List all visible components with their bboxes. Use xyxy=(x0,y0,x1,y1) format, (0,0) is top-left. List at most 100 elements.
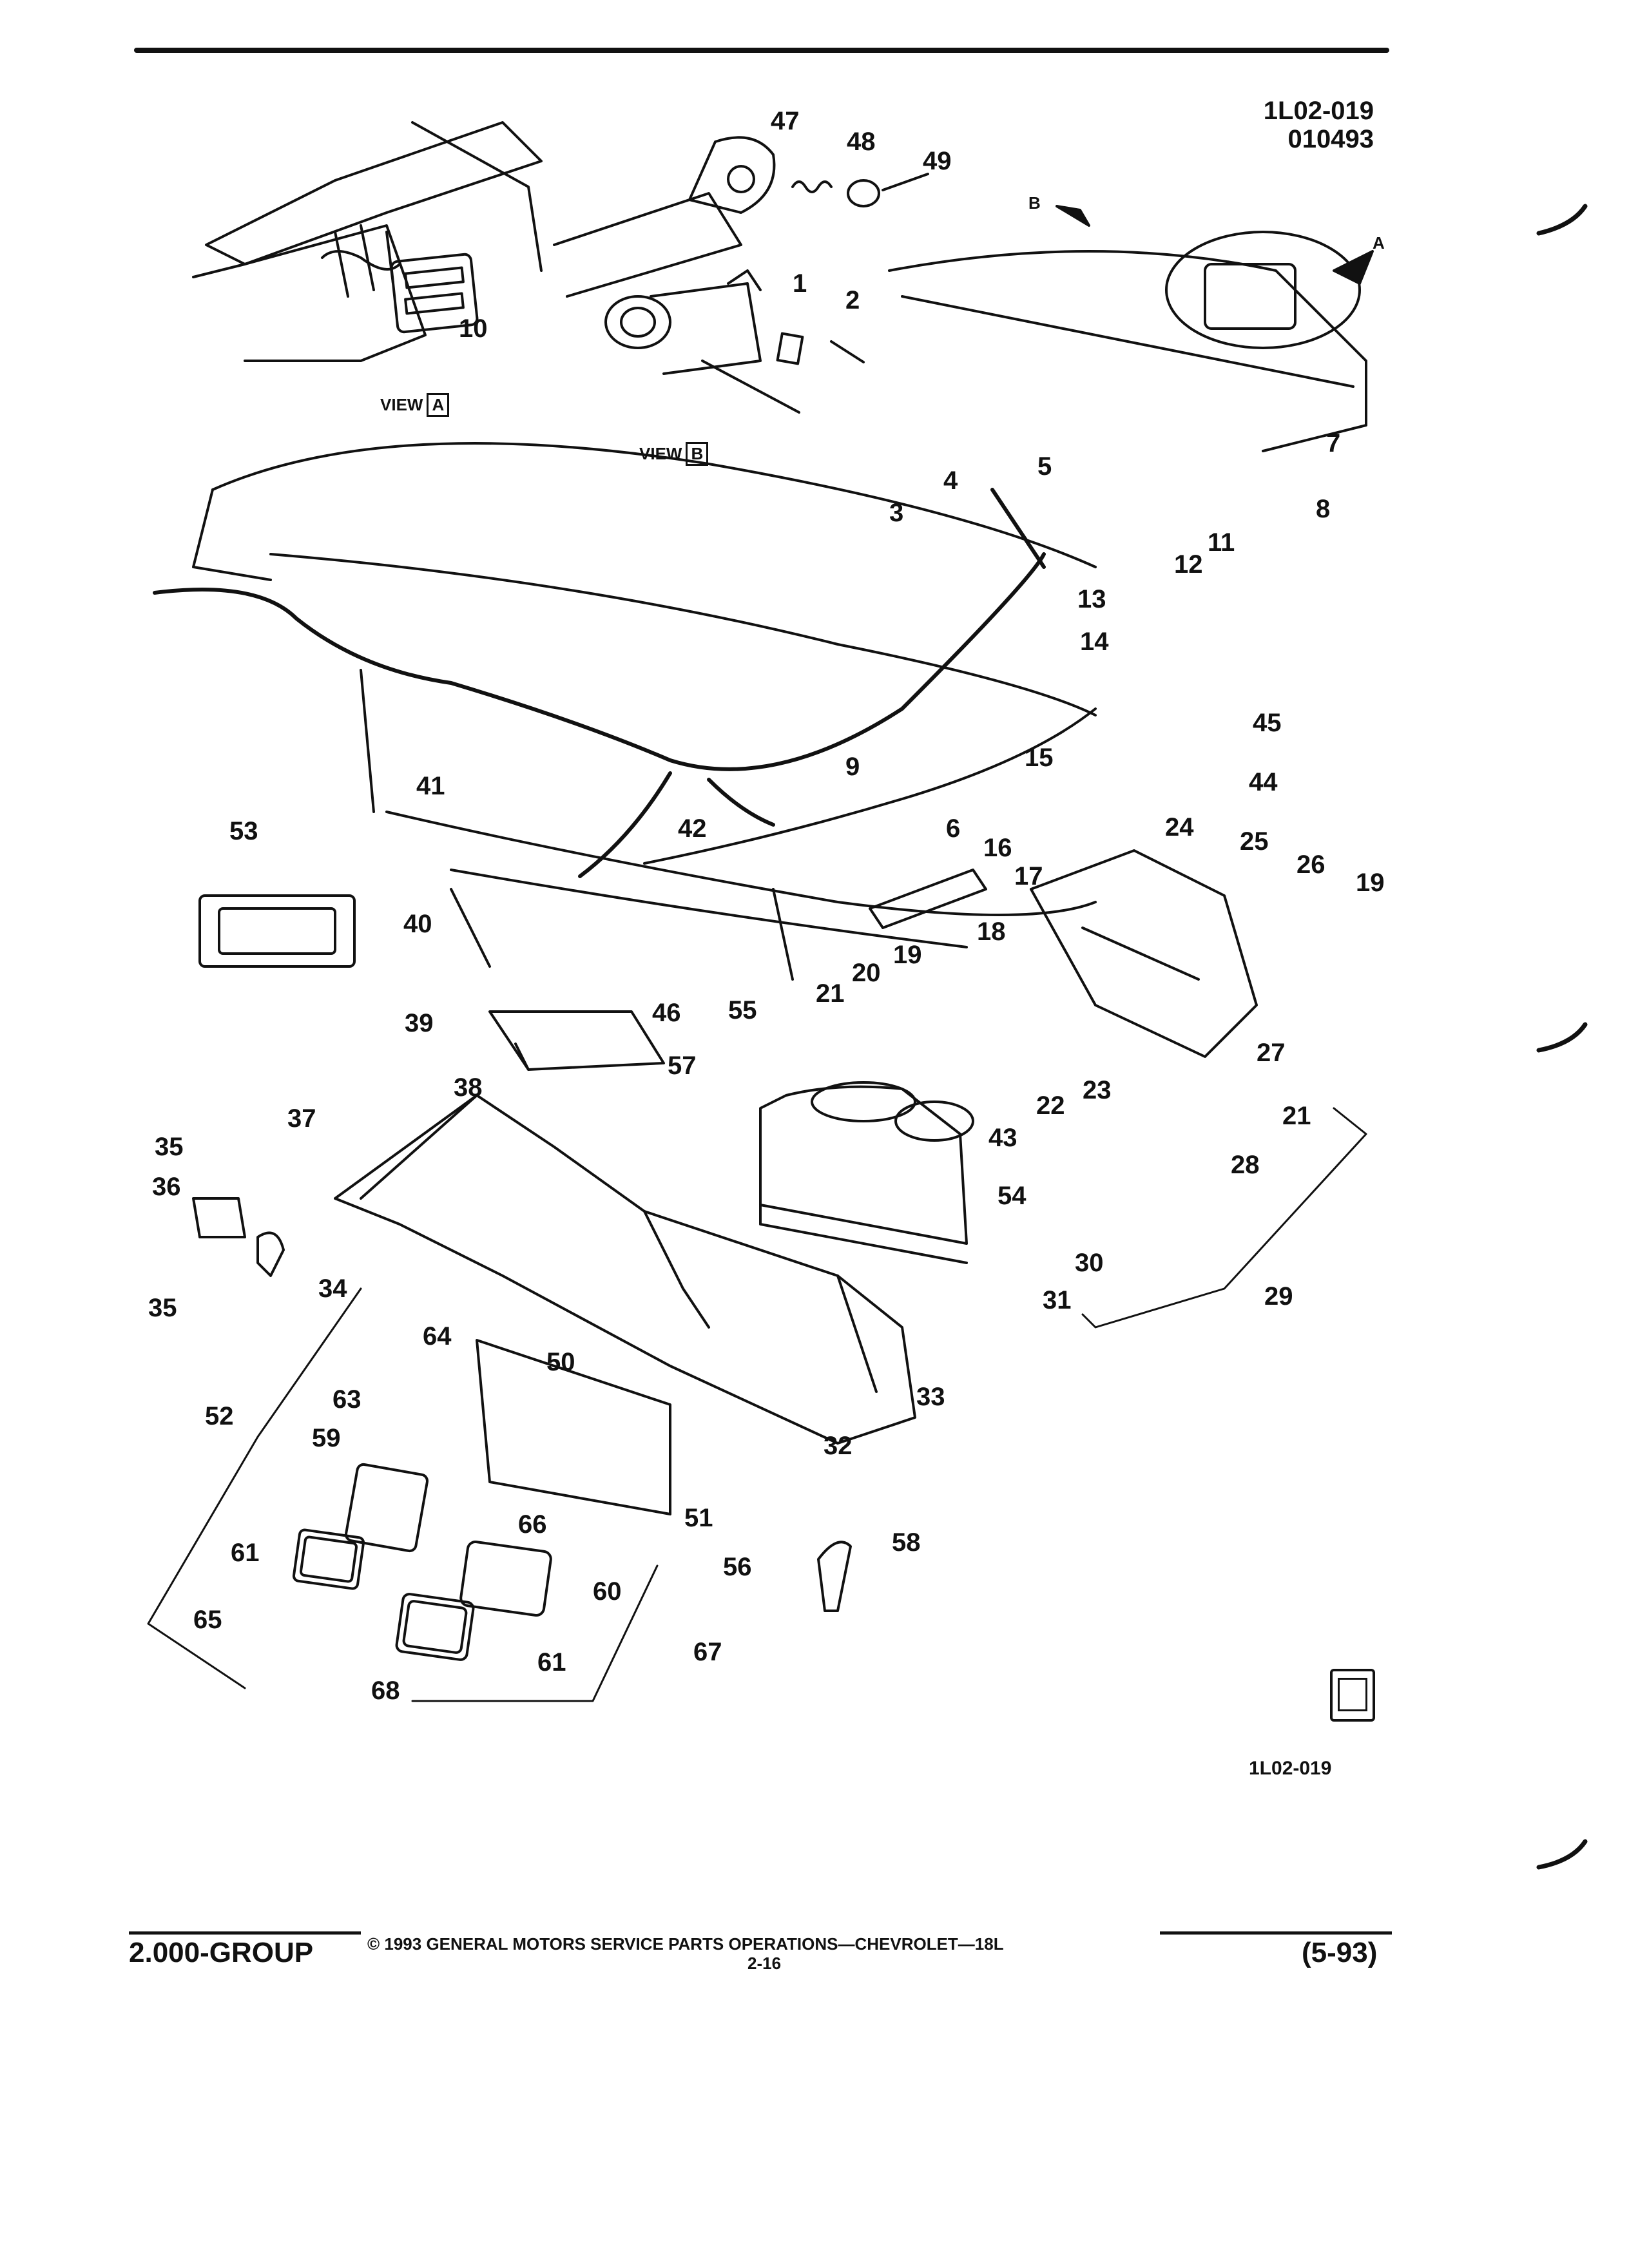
callout-46: 46 xyxy=(652,999,681,1027)
callout-64: 64 xyxy=(423,1322,452,1350)
part-53-lens xyxy=(198,894,356,968)
callout-42: 42 xyxy=(678,814,707,843)
callout-19-b: 19 xyxy=(1356,869,1385,897)
callout-18: 18 xyxy=(977,918,1006,946)
callout-2: 2 xyxy=(845,286,860,314)
callout-7: 7 xyxy=(1326,429,1341,457)
callout-34: 34 xyxy=(318,1274,347,1303)
arrow-b-tag: B xyxy=(1028,193,1041,213)
footer-page-number: 2-16 xyxy=(747,1954,782,1973)
callout-13: 13 xyxy=(1077,585,1106,613)
callout-63: 63 xyxy=(333,1385,361,1414)
part-36-bracket xyxy=(192,1197,246,1238)
callout-52: 52 xyxy=(205,1402,234,1430)
callout-22: 22 xyxy=(1036,1091,1065,1120)
callout-21-a: 21 xyxy=(816,979,845,1008)
callout-43: 43 xyxy=(988,1124,1017,1152)
instrument-panel-outline xyxy=(888,231,1367,452)
callout-44: 44 xyxy=(1249,768,1278,796)
callout-8: 8 xyxy=(1316,495,1331,523)
callout-6: 6 xyxy=(946,814,961,843)
view-b-letter-box: B xyxy=(686,442,709,466)
gm-spo-logo-icon xyxy=(1330,1669,1375,1722)
part-16-lamp xyxy=(869,869,987,929)
part-39-marker-lamp xyxy=(488,1010,665,1071)
callout-41: 41 xyxy=(416,772,445,800)
callout-68: 68 xyxy=(371,1677,400,1705)
callout-29: 29 xyxy=(1264,1282,1293,1311)
callout-58: 58 xyxy=(892,1528,921,1557)
view-b-column-inset xyxy=(604,269,865,414)
margin-mark xyxy=(1536,1022,1588,1053)
callout-57: 57 xyxy=(668,1052,697,1080)
part-34-clip xyxy=(256,1231,285,1277)
callout-54: 54 xyxy=(998,1182,1027,1210)
footer-copyright: © 1993 GENERAL MOTORS SERVICE PARTS OPER… xyxy=(367,1934,1004,1954)
callout-1: 1 xyxy=(793,269,807,298)
callout-66: 66 xyxy=(518,1510,547,1539)
callout-11: 11 xyxy=(1208,528,1235,557)
callout-61-b: 61 xyxy=(537,1648,566,1677)
margin-mark xyxy=(1536,204,1588,236)
callout-12: 12 xyxy=(1174,550,1203,579)
bracket-67 xyxy=(411,1564,659,1702)
callout-45: 45 xyxy=(1253,709,1282,737)
view-a-word: VIEW xyxy=(380,395,423,414)
callout-49: 49 xyxy=(923,147,952,175)
callout-38: 38 xyxy=(454,1073,483,1102)
callout-26: 26 xyxy=(1296,850,1325,879)
callout-47: 47 xyxy=(771,107,800,135)
callout-33: 33 xyxy=(916,1383,945,1411)
part-52-sealed-beam-kit xyxy=(292,1463,552,1661)
callout-9: 9 xyxy=(845,753,860,781)
callout-59: 59 xyxy=(312,1424,341,1452)
callout-23: 23 xyxy=(1083,1076,1112,1104)
arrow-a-tag: A xyxy=(1373,233,1385,253)
callout-65: 65 xyxy=(193,1606,222,1634)
callout-50: 50 xyxy=(546,1348,575,1376)
callout-61-a: 61 xyxy=(231,1539,260,1567)
part-24-housing xyxy=(1030,849,1258,1058)
callout-39: 39 xyxy=(405,1009,434,1037)
view-a-arrow-icon xyxy=(1333,250,1374,285)
callout-15: 15 xyxy=(1025,744,1054,772)
callout-36: 36 xyxy=(152,1173,181,1201)
bracket-29 xyxy=(1081,1107,1367,1329)
callout-20: 20 xyxy=(852,959,881,987)
callout-5: 5 xyxy=(1037,452,1052,481)
callout-3: 3 xyxy=(889,499,904,527)
footer-date: (5-93) xyxy=(1302,1937,1378,1968)
callout-31: 31 xyxy=(1043,1286,1072,1314)
view-b-word: VIEW xyxy=(639,444,682,463)
callout-48: 48 xyxy=(847,128,876,156)
callout-51: 51 xyxy=(684,1504,713,1532)
callout-25: 25 xyxy=(1240,827,1269,856)
callout-24: 24 xyxy=(1165,813,1194,841)
figure-code: 1L02-019 xyxy=(1249,1758,1332,1779)
callout-19-a: 19 xyxy=(893,941,922,969)
callout-17: 17 xyxy=(1014,862,1043,890)
callout-40: 40 xyxy=(403,910,432,938)
view-a-letter-box: A xyxy=(427,393,450,417)
callout-60: 60 xyxy=(593,1577,622,1606)
callout-35-b: 35 xyxy=(148,1294,177,1322)
callout-35-a: 35 xyxy=(155,1133,184,1161)
callout-32: 32 xyxy=(824,1432,853,1460)
callout-14: 14 xyxy=(1080,628,1109,656)
callout-53: 53 xyxy=(229,817,258,845)
callout-4: 4 xyxy=(943,466,958,495)
callout-56: 56 xyxy=(723,1553,752,1581)
margin-mark xyxy=(1536,1839,1588,1870)
figure-id: 1L02-019 xyxy=(1263,97,1374,125)
callout-55: 55 xyxy=(728,996,757,1024)
footer-group: 2.000-GROUP xyxy=(129,1937,314,1968)
view-a-dash-inset xyxy=(192,121,742,362)
part-30-headlamp xyxy=(759,1081,974,1264)
callout-27: 27 xyxy=(1257,1039,1286,1067)
bracket-52 xyxy=(147,1287,362,1689)
callout-10: 10 xyxy=(459,314,488,343)
